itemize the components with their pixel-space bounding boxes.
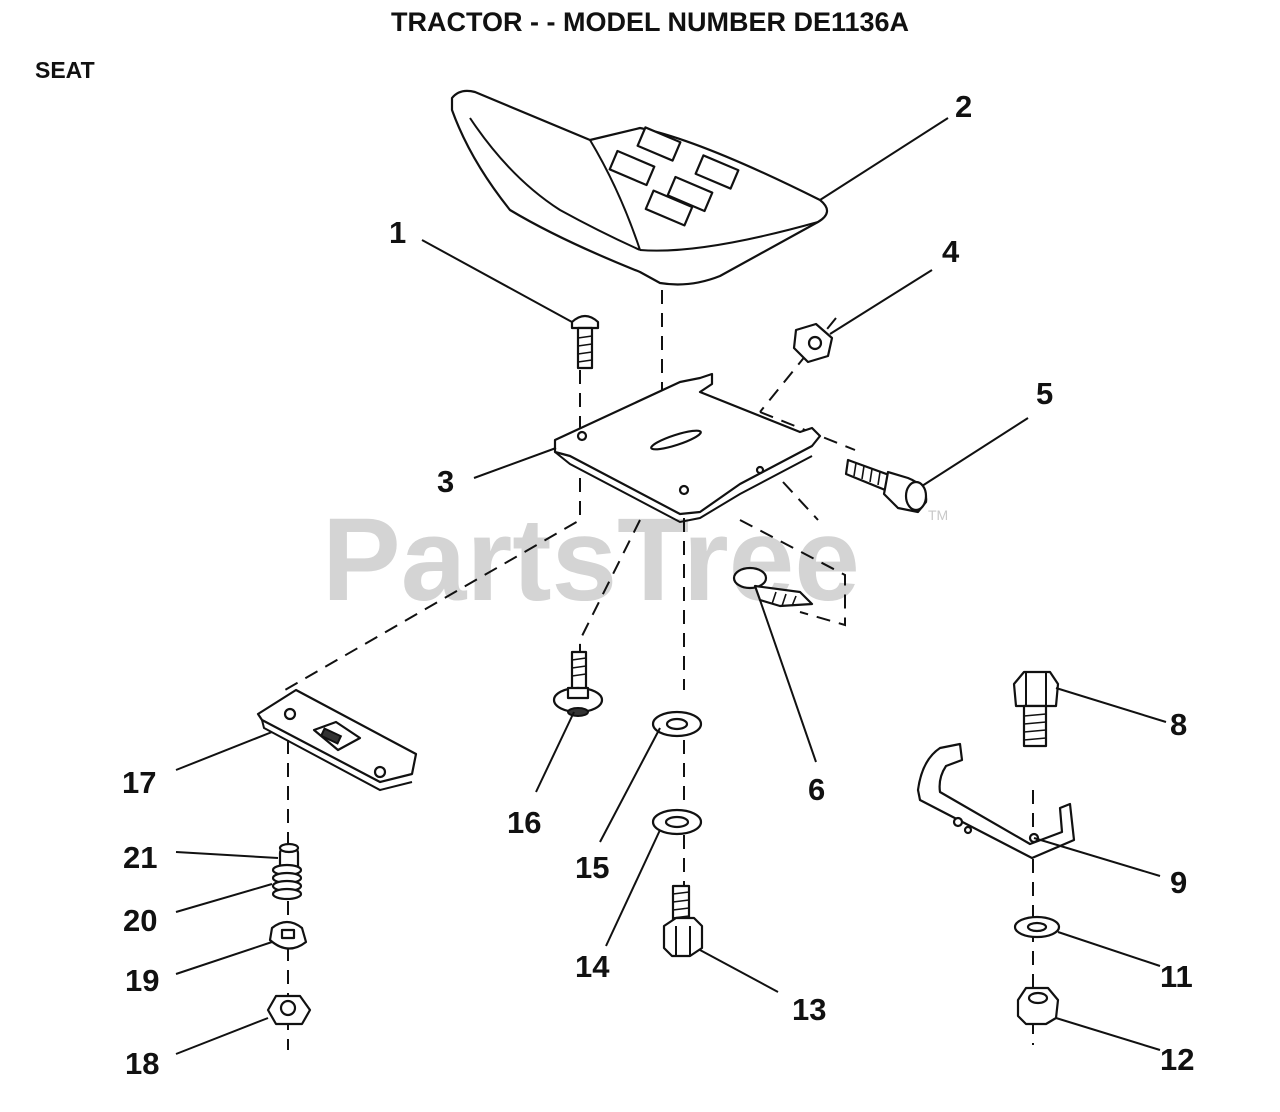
washer-part-15[interactable] [651,710,703,738]
callout-11: 11 [1160,959,1193,994]
callout-19: 19 [125,963,159,998]
knob-part-19[interactable] [268,920,308,950]
angle-bracket-part-9[interactable] [916,742,1076,860]
latch-plate-part-17[interactable] [256,688,418,792]
page-title: TRACTOR - - MODEL NUMBER DE1136A [391,7,909,37]
callout-3: 3 [437,464,454,499]
spring-part-20[interactable] [271,863,303,901]
callout-18: 18 [125,1046,159,1081]
lock-nut-part-12[interactable] [1016,986,1060,1026]
section-title: SEAT [35,57,95,83]
seat-part-2[interactable] [450,89,829,286]
seat-bracket-part-3[interactable] [553,372,822,524]
callout-6: 6 [808,772,825,807]
carriage-bolt-part-1[interactable] [570,314,600,370]
hex-bolt-part-8[interactable] [1012,670,1060,748]
callout-16: 16 [507,805,541,840]
callout-21: 21 [123,840,157,875]
callout-4: 4 [942,234,960,269]
callout-1: 1 [389,215,406,250]
callout-12: 12 [1160,1042,1194,1077]
callout-15: 15 [575,850,609,885]
nut-part-4[interactable] [792,322,834,364]
hex-bolt-part-13[interactable] [662,884,704,958]
callout-8: 8 [1170,707,1187,742]
trademark-mark: TM [928,507,948,523]
callout-17: 17 [122,765,156,800]
callout-5: 5 [1036,376,1053,411]
callout-14: 14 [575,949,610,984]
leader-lines [175,117,1167,1055]
clip-part-6[interactable] [732,566,814,608]
callout-9: 9 [1170,865,1187,900]
callout-2: 2 [955,89,972,124]
washer-part-11[interactable] [1013,915,1061,939]
shoulder-bolt-part-16[interactable] [552,650,604,717]
washer-part-14[interactable] [651,808,703,836]
hex-bolt-part-5[interactable] [844,458,928,514]
flange-nut-part-18[interactable] [266,994,312,1026]
callout-20: 20 [123,903,157,938]
callout-13: 13 [792,992,826,1027]
